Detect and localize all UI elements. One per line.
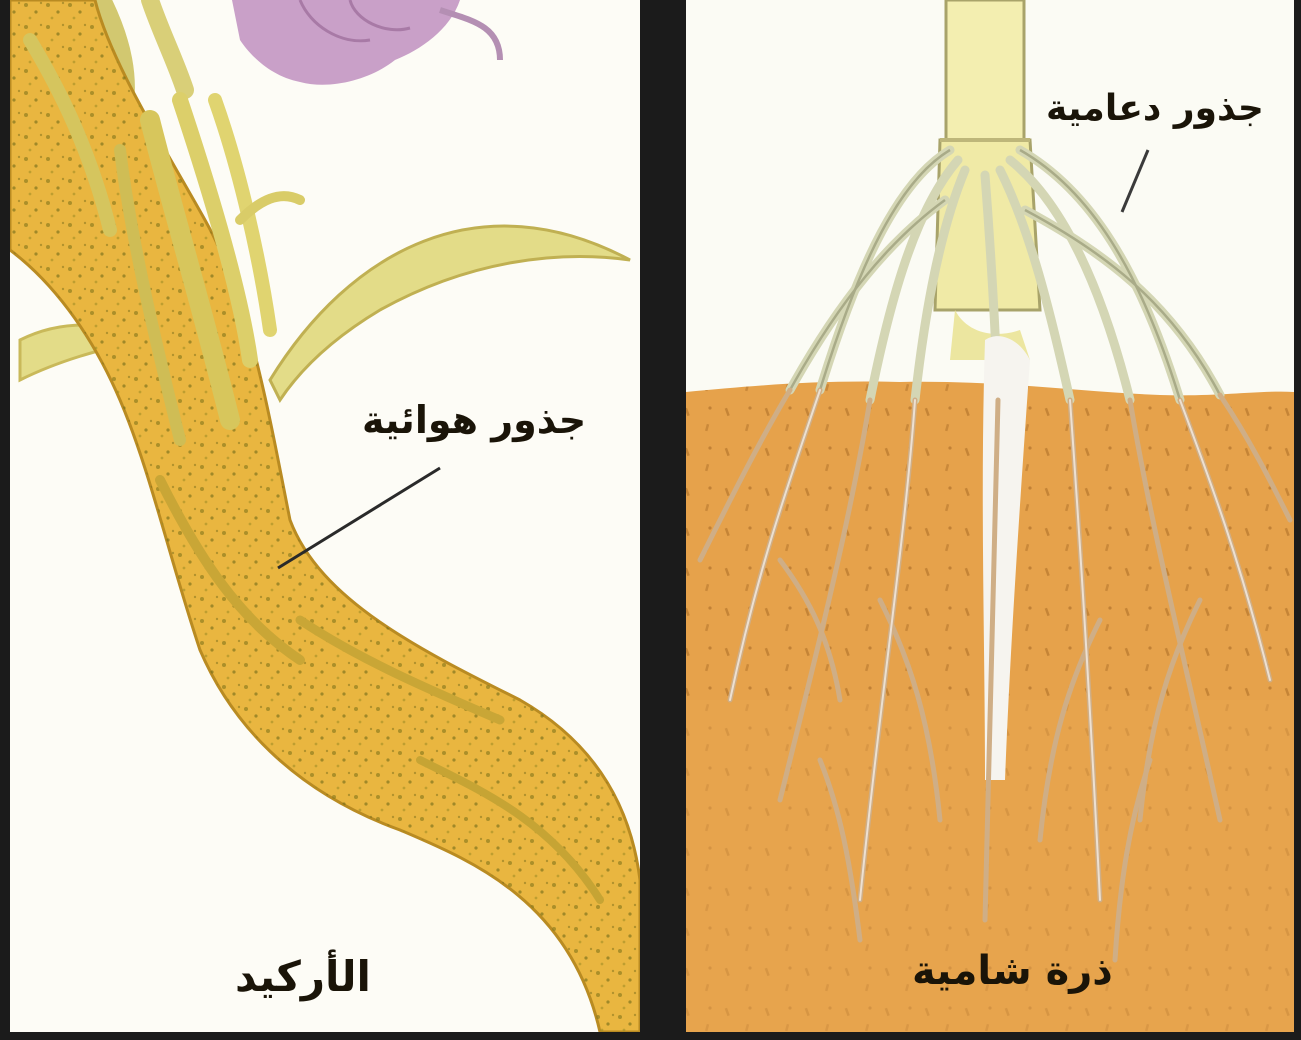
orchid-caption: الأركيد <box>235 952 371 1001</box>
orchid-panel <box>10 0 640 1032</box>
aerial-roots-label: جذور هوائية <box>362 398 586 442</box>
corn-caption: ذرة شامية <box>912 948 1113 994</box>
corn-panel <box>686 0 1294 1032</box>
prop-roots-label: جذور دعامية <box>1046 88 1264 129</box>
